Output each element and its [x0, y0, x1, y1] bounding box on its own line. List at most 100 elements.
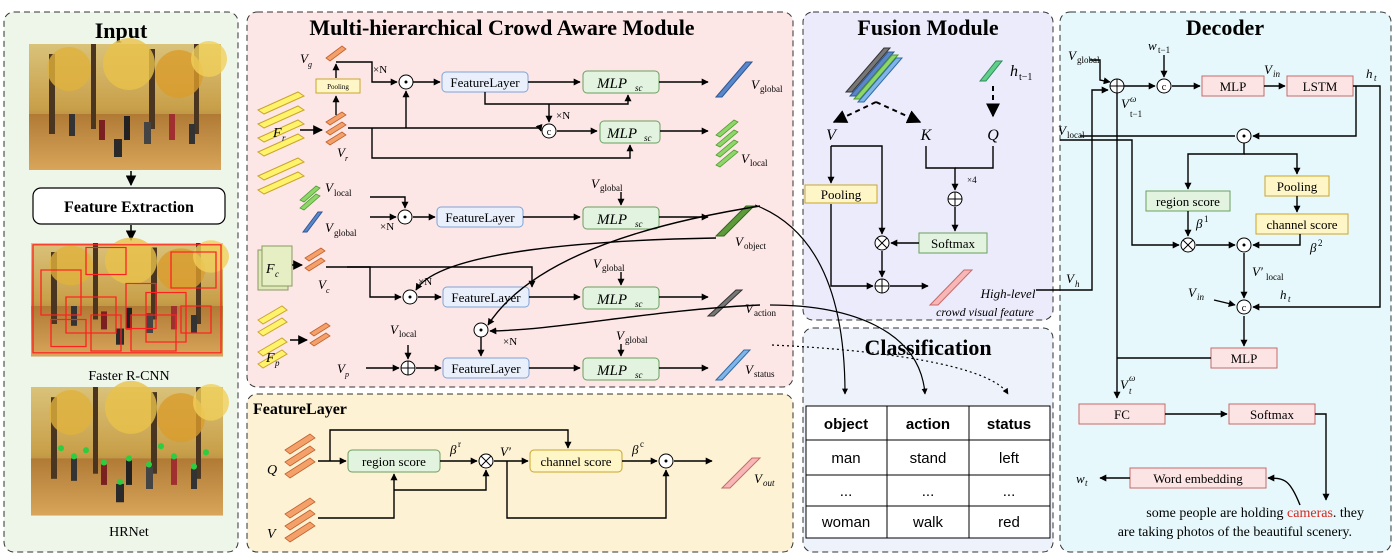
- hrnet-label: HRNet: [109, 525, 149, 540]
- mcam-xn-4: ×N: [418, 276, 432, 288]
- feature-layer-label-4: FeatureLayer: [451, 290, 521, 305]
- featurelayer-panel: [246, 393, 794, 553]
- v-action-output: [706, 289, 744, 317]
- classification-title: Classification: [864, 335, 991, 360]
- fr-label: F: [272, 126, 282, 141]
- dec-mlp2-label: MLP: [1231, 351, 1258, 366]
- vg-label: V: [300, 51, 310, 66]
- fl-beta-r: β: [449, 442, 457, 457]
- v-local-input: [299, 185, 321, 211]
- v-global-in-label: V: [325, 220, 335, 235]
- mcam-concat-label: c: [547, 127, 552, 138]
- dec-wt: w: [1076, 471, 1085, 486]
- input-photo: [29, 38, 227, 170]
- mlp-box-4: [582, 286, 660, 310]
- fusion-output-feature: [928, 269, 974, 306]
- v-global-input: [302, 211, 323, 233]
- fl-q-stack: [284, 433, 316, 479]
- vr-label: V: [337, 145, 347, 160]
- fusion-x4: ×4: [967, 175, 977, 185]
- mcam-xn-1: ×N: [373, 64, 387, 76]
- v-global-5-sub: global: [625, 335, 648, 345]
- dec-caption-line1: some people are holding cameras. they: [1146, 506, 1364, 521]
- dec-vlocal-sub: local: [1067, 130, 1085, 140]
- fusion-pooling-box: [804, 184, 878, 204]
- v-global-out-sub: global: [760, 84, 783, 94]
- dec-pooling-label: Pooling: [1277, 179, 1318, 194]
- dec-vin-2-sub: in: [1197, 292, 1205, 302]
- class-cell: stand: [910, 450, 947, 467]
- fc-feature-stack: [257, 245, 293, 291]
- fp-sub: p: [274, 358, 280, 368]
- featurelayer-title: FeatureLayer: [253, 401, 347, 418]
- mlp-sub-2: sc: [644, 133, 652, 143]
- dec-vomega-prev-sub: t−1: [1130, 109, 1142, 119]
- dec-fc-label: FC: [1114, 407, 1130, 422]
- v-local-5-sub: local: [399, 329, 417, 339]
- mlp-box-3: [582, 206, 660, 230]
- class-cell: walk: [912, 514, 944, 531]
- fl-beta-c-sup: c: [640, 439, 644, 449]
- mcam-panel: [246, 11, 794, 388]
- dec-beta2: β: [1309, 240, 1317, 255]
- mlp-sub-3: sc: [635, 219, 643, 229]
- v-status-sub: status: [754, 369, 775, 379]
- class-cell: ...: [922, 483, 935, 500]
- vc-features: [304, 247, 326, 272]
- v-action-label: V: [745, 301, 755, 316]
- v-global-5-label: V: [616, 328, 626, 343]
- fl-channel-score-label: channel score: [540, 454, 611, 469]
- fusion-q: Q: [987, 127, 999, 144]
- class-cell: red: [998, 514, 1020, 531]
- class-cell: left: [999, 450, 1020, 467]
- fusion-vh-sub: h: [1075, 279, 1080, 289]
- dec-wt-sub: t: [1085, 478, 1088, 488]
- v-global-in-sub: global: [334, 228, 357, 238]
- dec-vomega: V: [1120, 377, 1130, 392]
- dec-vlocal: V: [1058, 123, 1068, 138]
- v-local-out-label: V: [741, 151, 751, 166]
- class-cell: ...: [1003, 483, 1016, 500]
- fusion-h: h: [1010, 63, 1018, 80]
- class-cell: ...: [840, 483, 853, 500]
- mlp-label-4: MLP: [596, 292, 627, 308]
- mcam-xn-3: ×N: [380, 221, 394, 233]
- dec-ht-2-sub: t: [1288, 294, 1291, 304]
- fusion-feature-stack: [844, 47, 904, 103]
- fl-region-score-label: region score: [362, 454, 426, 469]
- dec-beta1: β: [1195, 216, 1203, 231]
- dec-ht-2: h: [1280, 287, 1287, 302]
- dec-vglobal-sub: global: [1077, 55, 1100, 65]
- vp-sub: p: [344, 370, 349, 379]
- feature-layer-label-1: FeatureLayer: [450, 75, 520, 90]
- v-object-output: [714, 205, 756, 237]
- fusion-vh: V: [1066, 271, 1076, 286]
- fp-label: F: [265, 351, 275, 366]
- fusion-h-prev: [978, 60, 1004, 82]
- mlp-label-2: MLP: [606, 126, 637, 142]
- v-status-output: [714, 349, 752, 381]
- dec-concat-1-label: c: [1162, 82, 1167, 93]
- feature-extraction-box: [32, 187, 226, 225]
- vg-feature: [325, 45, 347, 62]
- fl-v-label: V: [267, 527, 277, 542]
- v-global-3-label: V: [591, 176, 601, 191]
- v-local-in-sub: local: [334, 188, 352, 198]
- decoder-title: Decoder: [1186, 15, 1264, 40]
- dec-vin-sub: in: [1273, 69, 1281, 79]
- fc-sub: c: [275, 269, 279, 279]
- dec-concat-2: [1236, 299, 1252, 315]
- vc-label: V: [318, 277, 328, 292]
- dec-ht: h: [1366, 66, 1373, 81]
- fr-sub: r: [282, 133, 286, 143]
- dec-vomega-prev-sup: ω: [1130, 94, 1136, 104]
- dec-vomega-prev: V: [1121, 96, 1131, 111]
- v-global-3-sub: global: [600, 183, 623, 193]
- dec-vglobal: V: [1068, 48, 1078, 63]
- dec-channel-score-box: [1255, 213, 1349, 235]
- fl-v-out: [720, 457, 762, 489]
- feature-layer-label-5: FeatureLayer: [451, 361, 521, 376]
- faster-rcnn-label: Faster R-CNN: [88, 369, 169, 384]
